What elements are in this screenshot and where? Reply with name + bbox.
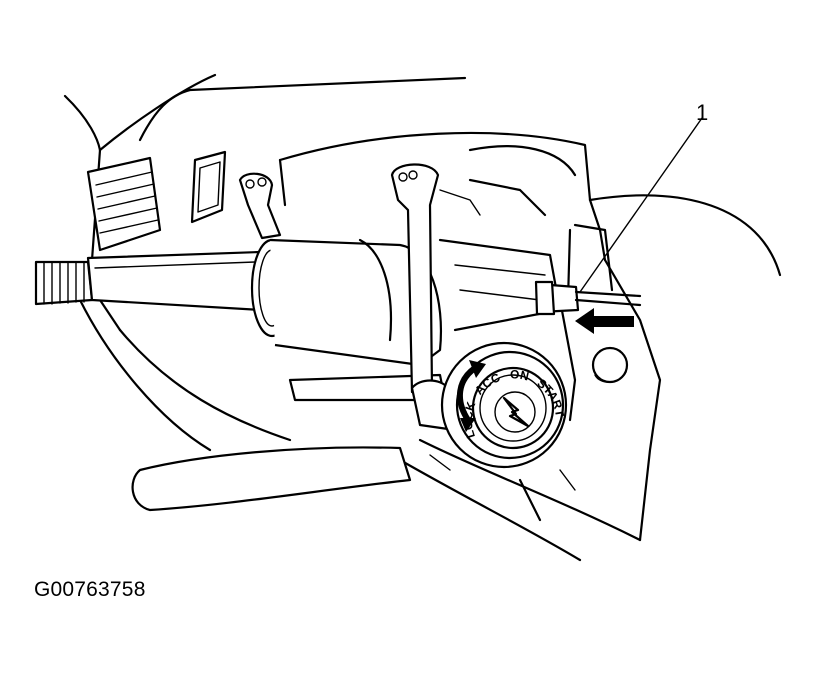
air-vent <box>86 150 227 252</box>
callout-number: 1 <box>696 100 708 125</box>
bracket-center <box>390 163 440 394</box>
bracket-left <box>238 172 282 240</box>
left-arrow-icon <box>575 308 634 334</box>
lightning-slot-icon <box>494 391 536 433</box>
steering-shaft <box>34 238 562 367</box>
position-on: ON <box>510 367 530 383</box>
callout-1: 1 <box>579 100 708 293</box>
ignition-key-cylinder: LOCK ACC ON START <box>410 341 568 469</box>
curved-arrow-icon <box>456 360 486 432</box>
lower-column-cover <box>131 373 447 512</box>
figure-id-label: G00763758 <box>34 578 146 601</box>
key-interlock-solenoid <box>534 280 642 316</box>
dashboard-outline <box>63 73 782 562</box>
